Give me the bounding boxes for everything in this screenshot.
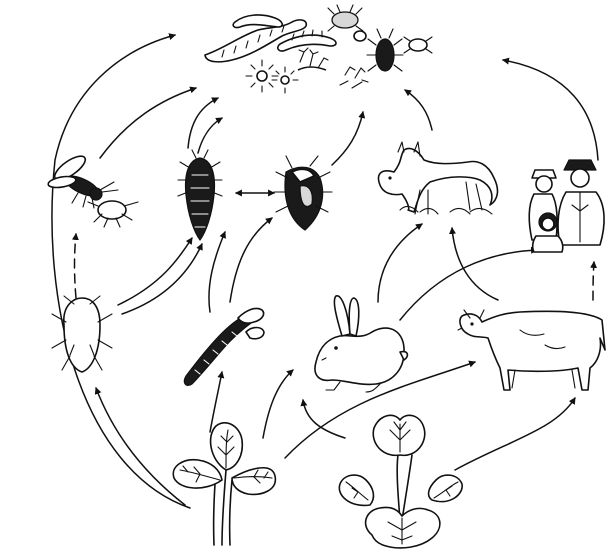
arrow-aphid-to-wasp <box>75 234 77 298</box>
arrow-forb-to-cow <box>455 398 575 470</box>
cow-icon <box>458 310 605 390</box>
arrow-coyote-to-decomposers <box>405 90 432 130</box>
arrow-aphid-to-ladybug-larva-2 <box>122 244 202 314</box>
wasp-icon <box>47 152 138 227</box>
arrow-aphid-to-ladybug-larva-1 <box>118 238 192 305</box>
food-web-arrows <box>52 35 598 508</box>
clover-icon <box>173 423 275 545</box>
arrow-forb-to-rabbit <box>303 400 345 438</box>
humans-icon <box>529 160 604 252</box>
forb-icon <box>339 415 462 548</box>
arrow-caterpillar-to-ladybug-larva <box>209 232 225 312</box>
arrow-clover-to-rabbit <box>263 370 293 438</box>
caterpillar-icon <box>184 308 264 385</box>
rabbit-icon <box>315 296 408 392</box>
arrow-cow-to-coyote <box>452 228 498 300</box>
decomposers-icon <box>205 5 432 93</box>
aphid-icon <box>52 296 112 372</box>
arrow-rabbit-to-coyote <box>378 224 422 302</box>
ladybug-larva-icon <box>178 150 222 240</box>
arrow-wasp-to-decomposers <box>100 88 196 158</box>
coyote-icon <box>379 142 498 214</box>
stink-bug-icon <box>274 156 332 230</box>
arrow-rabbit-to-humans <box>400 250 537 320</box>
arrow-clover-to-aphid <box>96 388 185 505</box>
arrow-stink-bug-to-decomposers <box>332 112 363 165</box>
arrow-caterpillar-to-stink-bug <box>230 218 272 302</box>
arrow-cow-to-humans <box>593 262 594 300</box>
arrow-humans-to-decomposers <box>503 60 598 160</box>
arrow-ladybug-larva-to-decomposers-2 <box>198 118 222 153</box>
